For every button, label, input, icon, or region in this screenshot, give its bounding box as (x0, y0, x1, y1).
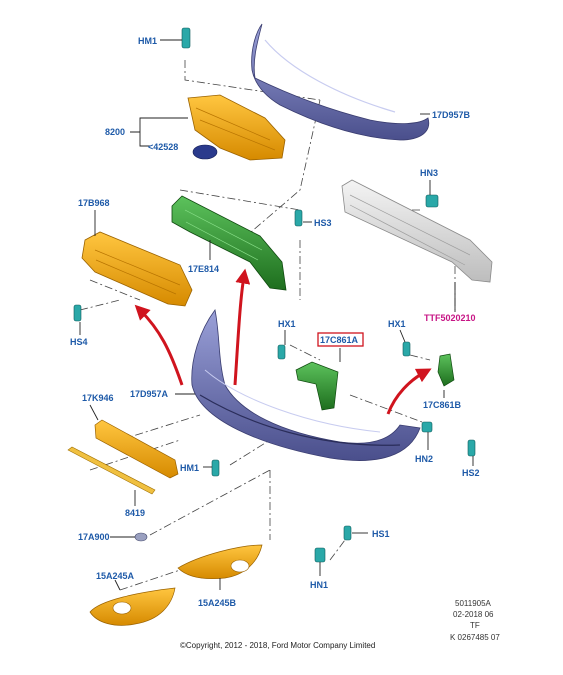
part-labels: HM1 8200 <42528 17D957B 17B968 17E814 HS… (70, 36, 480, 608)
label-15a245b: 15A245B (198, 598, 237, 608)
fasteners (73, 27, 476, 563)
label-17k946: 17K946 (82, 393, 114, 403)
label-17c861b: 17C861B (423, 400, 462, 410)
label-42528: <42528 (148, 142, 178, 152)
label-17b968: 17B968 (78, 198, 110, 208)
fastener-hm1-top (181, 27, 191, 49)
cap-17a900-part (134, 532, 148, 542)
reference-block: 5011905A 02-2018 06 TF K 0267485 07 (450, 599, 500, 642)
fog-bezel-15a245b-part (177, 544, 263, 580)
arrow-bracket (233, 268, 251, 386)
lower-grille-17b968-part (81, 231, 193, 307)
arrow-grille (134, 304, 184, 386)
label-hx1-left: HX1 (278, 319, 296, 329)
label-15a245a: 15A245A (96, 571, 135, 581)
ref-line-4: K 0267485 07 (450, 633, 500, 642)
fastener-hn1 (314, 547, 326, 563)
label-hm1-bottom: HM1 (180, 463, 199, 473)
bracket-17e814-part (171, 195, 287, 291)
bracket-17c861b-part (437, 353, 455, 387)
fastener-hs2 (467, 439, 476, 457)
trim-strip-8419-part (67, 446, 156, 495)
fastener-hx1-left (277, 344, 286, 360)
arrow-side-bracket (386, 368, 432, 415)
ref-line-3: TF (470, 621, 480, 630)
label-hn3: HN3 (420, 168, 438, 178)
bracket-17c861a-part (295, 361, 339, 411)
label-hx1-right: HX1 (388, 319, 406, 329)
highlight-box-17c861a (317, 332, 364, 347)
fastener-hs3 (294, 209, 303, 227)
fastener-hm1-bottom (211, 459, 220, 477)
grille-17k946-part (94, 419, 179, 479)
leader-lines (79, 39, 474, 591)
fastener-hs1 (343, 525, 352, 541)
label-hs4: HS4 (70, 337, 88, 347)
label-17a900: 17A900 (78, 532, 110, 542)
label-8200: 8200 (105, 127, 125, 137)
label-hs2: HS2 (462, 468, 480, 478)
label-ttf5020210: TTF5020210 (424, 313, 476, 323)
label-17c861a: 17C861A (320, 335, 359, 345)
assembly-arrows (134, 268, 432, 415)
label-17e814: 17E814 (188, 264, 219, 274)
label-hn2: HN2 (415, 454, 433, 464)
main-bumper-cover-part (191, 309, 421, 461)
copyright-notice: ©Copyright, 2012 - 2018, Ford Motor Comp… (180, 641, 375, 650)
label-17d957b: 17D957B (432, 110, 471, 120)
assembly-lines (79, 60, 456, 591)
absorber-8200-part (187, 94, 286, 161)
label-8419: 8419 (125, 508, 145, 518)
ref-line-2: 02-2018 06 (453, 610, 494, 619)
fastener-hn2 (421, 421, 433, 433)
fastener-hs4 (73, 304, 82, 322)
fastener-hn3 (425, 194, 439, 208)
badge-42528-part (192, 144, 218, 160)
fog-bezel-15a245a-part (89, 587, 176, 626)
label-hs3: HS3 (314, 218, 332, 228)
upper-bumper-cover-part (251, 23, 430, 141)
reinforcement-beam-part (341, 179, 493, 283)
label-17d957a: 17D957A (130, 389, 169, 399)
ref-line-1: 5011905A (455, 599, 492, 608)
label-hm1-top: HM1 (138, 36, 157, 46)
label-hs1: HS1 (372, 529, 390, 539)
label-hn1: HN1 (310, 580, 328, 590)
fastener-hx1-right (402, 341, 411, 357)
